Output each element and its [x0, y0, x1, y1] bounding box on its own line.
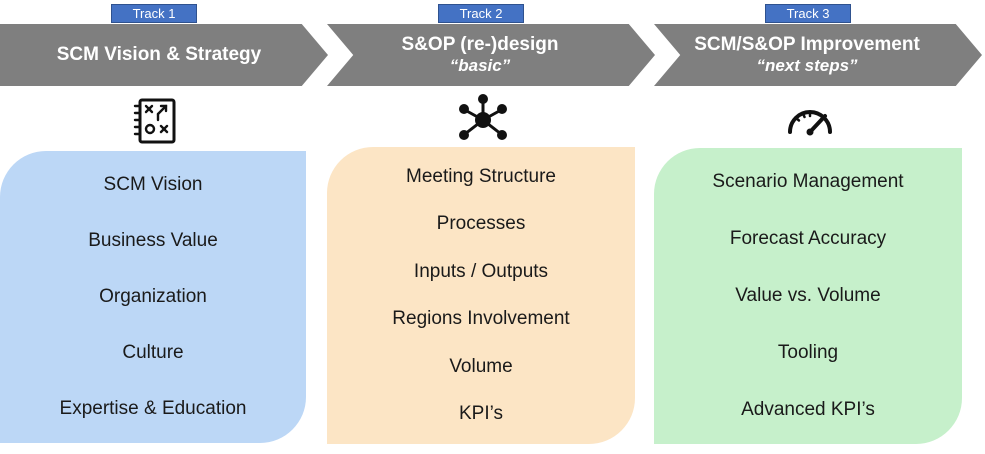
track-3-tag: Track 3: [765, 4, 851, 23]
list-item: Value vs. Volume: [735, 284, 881, 306]
track-3-card: Scenario Management Forecast Accuracy Va…: [654, 148, 962, 444]
list-item: Organization: [99, 286, 207, 307]
speedometer-icon: [782, 92, 838, 148]
track-2: Track 2 S&OP (re-)design “basic” Meeting…: [327, 0, 657, 454]
list-item: Processes: [436, 213, 526, 235]
track-1-banner: SCM Vision & Strategy: [0, 24, 328, 86]
network-hub-icon: [455, 92, 511, 148]
list-item: Inputs / Outputs: [413, 260, 549, 282]
list-item: SCM Vision: [103, 174, 203, 195]
list-item: Regions Involvement: [392, 308, 570, 330]
track-1-tag: Track 1: [111, 4, 197, 23]
list-item: Tooling: [777, 341, 839, 363]
track-1-title: SCM Vision & Strategy: [56, 44, 262, 65]
list-item: Culture: [122, 342, 184, 363]
strategy-board-icon: [128, 92, 184, 148]
track-1-card: SCM Vision Business Value Organization C…: [0, 151, 306, 443]
list-item: Expertise & Education: [59, 398, 247, 419]
list-item: Volume: [449, 355, 513, 377]
track-2-title: S&OP (re-)design: [401, 34, 559, 55]
list-item: Business Value: [88, 230, 218, 251]
track-2-banner: S&OP (re-)design “basic”: [327, 24, 655, 86]
list-item: Advanced KPI’s: [741, 398, 875, 420]
track-1: Track 1 SCM Vision & Strategy SCM Vision…: [0, 0, 330, 454]
track-3-banner: SCM/S&OP Improvement “next steps”: [654, 24, 982, 86]
track-2-card: Meeting Structure Processes Inputs / Out…: [327, 147, 635, 444]
track-3-title: SCM/S&OP Improvement: [694, 34, 920, 55]
list-item: KPI’s: [458, 403, 503, 425]
list-item: Meeting Structure: [406, 165, 556, 187]
track-3: Track 3 SCM/S&OP Improvement “next steps…: [654, 0, 984, 454]
list-item: Forecast Accuracy: [729, 228, 887, 250]
track-3-subtitle: “next steps”: [756, 56, 858, 75]
track-2-tag: Track 2: [438, 4, 524, 23]
list-item: Scenario Management: [712, 171, 904, 193]
track-2-subtitle: “basic”: [449, 56, 511, 75]
